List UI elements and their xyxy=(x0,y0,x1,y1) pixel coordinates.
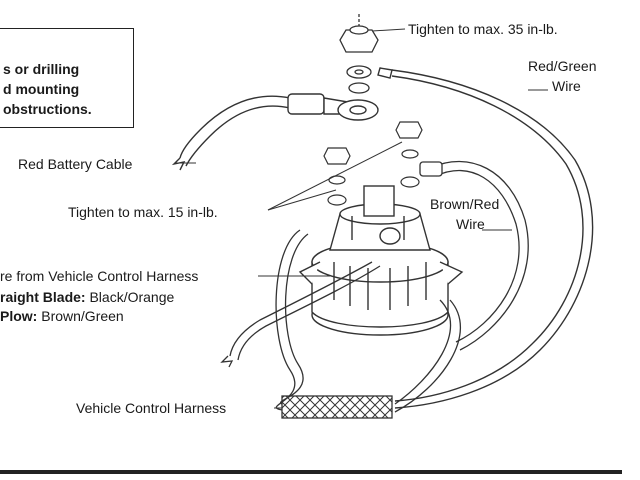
red-green-wire-label-line2: Wire xyxy=(552,78,581,94)
bottom-rule xyxy=(0,470,622,474)
note-line-3: obstructions. xyxy=(3,101,92,117)
red-green-wire-label-line1: Red/Green xyxy=(528,58,597,74)
plow-label: Plow: xyxy=(0,308,38,324)
harness-wires xyxy=(220,229,462,413)
top-nut-stack xyxy=(339,14,379,94)
brown-red-wire-label-line2: Wire xyxy=(456,216,485,232)
solenoid-body xyxy=(298,185,464,336)
straight-blade-label: raight Blade: xyxy=(0,289,86,305)
top-nut-torque-label: Tighten to max. 35 in-lb. xyxy=(408,21,558,37)
red-green-wire xyxy=(377,67,594,409)
leader-lines xyxy=(176,28,548,409)
brown-red-wire-label-line1: Brown/Red xyxy=(430,196,500,212)
vehicle-control-harness-label: Vehicle Control Harness xyxy=(76,400,227,416)
small-nut-torque-label: Tighten to max. 15 in-lb. xyxy=(68,204,218,220)
brown-red-wire xyxy=(419,160,529,351)
vehicle-control-harness-braid xyxy=(281,395,393,419)
straight-blade-line: raight Blade: Black/Orange xyxy=(0,289,174,305)
red-battery-cable xyxy=(171,93,379,171)
straight-blade-value: Black/Orange xyxy=(89,289,175,305)
harness-wire-label: re from Vehicle Control Harness xyxy=(0,268,199,284)
note-line-2: d mounting xyxy=(3,81,80,97)
plow-line: Plow: Brown/Green xyxy=(0,308,124,324)
note-line-1: s or drilling xyxy=(3,61,80,77)
red-battery-cable-label: Red Battery Cable xyxy=(18,156,133,172)
warning-note-box: s or drilling d mounting obstructions. xyxy=(0,28,134,128)
plow-value: Brown/Green xyxy=(41,308,124,324)
small-nut-stacks xyxy=(323,121,423,206)
